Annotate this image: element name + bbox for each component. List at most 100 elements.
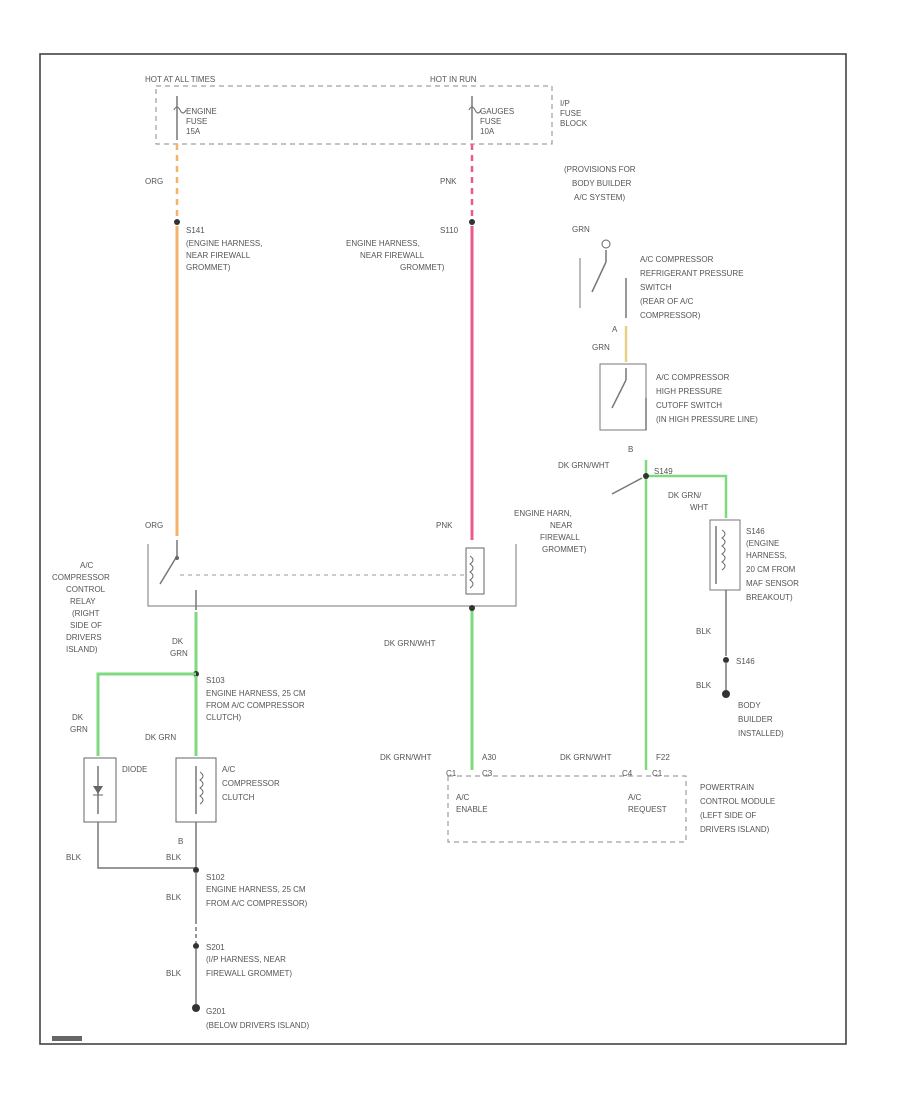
fuse-right-symbol	[468, 96, 482, 140]
s110-label-3: NEAR FIREWALL	[360, 251, 425, 260]
refrig-pin-a: A	[612, 325, 618, 334]
pcm-wire-left-label: DK GRN/WHT	[380, 753, 432, 762]
blk-label-1: BLK	[66, 853, 82, 862]
ground-g201	[192, 1004, 200, 1012]
s110-label-2: ENGINE HARNESS,	[346, 239, 420, 248]
relay-label-1: A/C	[80, 561, 94, 570]
relay-coil-symbol	[465, 547, 485, 595]
hp-switch-symbol	[611, 368, 647, 430]
clutch-label-3: CLUTCH	[222, 793, 255, 802]
pcm-wire-right-label: DK GRN/WHT	[560, 753, 612, 762]
wire-dk-grn-wht-s149	[646, 474, 728, 518]
fuse-block-label-1: I/P	[560, 99, 570, 108]
blk-label-3: BLK	[166, 893, 182, 902]
clutch-pin-b: B	[178, 837, 183, 846]
blk-label-5: BLK	[696, 627, 712, 636]
dk-grn-wht-label-3: DK GRN/WHT	[384, 639, 436, 648]
fuse-block-outline	[155, 85, 553, 145]
dk-grn-label-1: DK	[172, 637, 184, 646]
refrig-label-4: (REAR OF A/C	[640, 297, 694, 306]
fuse-right-name: GAUGES	[480, 107, 514, 116]
pcm-label-4: DRIVERS ISLAND)	[700, 825, 770, 834]
s146-label-5: MAF SENSOR	[746, 579, 799, 588]
wire-blk-diode	[97, 822, 196, 869]
s146-connector	[709, 519, 741, 591]
pcm-conn-left2: C3	[482, 769, 493, 778]
s102-label-3: FROM A/C COMPRESSOR)	[206, 899, 308, 908]
relay-switch-symbol	[159, 540, 466, 610]
grn-label-top: GRN	[572, 225, 590, 234]
corner-tag	[52, 1036, 82, 1041]
s201-label-1: S201	[206, 943, 225, 952]
diagram-frame	[39, 53, 847, 1045]
provision-connector	[601, 239, 611, 249]
pcm-pin-left: A30	[482, 753, 497, 762]
splice-s110	[469, 219, 475, 225]
pointer-line	[611, 477, 643, 495]
body-builder-label-1: BODY	[738, 701, 761, 710]
fuse-left-name: ENGINE	[186, 107, 217, 116]
engine-harn-label-3: FIREWALL	[540, 533, 580, 542]
engine-harn-label-4: GROMMET)	[542, 545, 587, 554]
s103-label-4: CLUTCH)	[206, 713, 241, 722]
refrig-label-5: COMPRESSOR)	[640, 311, 701, 320]
hp-label-2: HIGH PRESSURE	[656, 387, 722, 396]
pcm-conn-right2: C1	[652, 769, 663, 778]
blk-label-6: BLK	[696, 681, 712, 690]
s146b-label: S146	[736, 657, 755, 666]
fuse-left-symbol	[173, 96, 187, 140]
s102-label-1: S102	[206, 873, 225, 882]
s110-label-1: S110	[440, 226, 459, 235]
wire-dk-grn-branch	[96, 672, 196, 756]
relay-label-5: (RIGHT	[72, 609, 100, 618]
fuse-left-amp: 15A	[186, 127, 201, 136]
relay-label-8: ISLAND)	[66, 645, 98, 654]
wire-org-label: ORG	[145, 177, 163, 186]
ac-request-label-2: REQUEST	[628, 805, 667, 814]
s141-label-2: (ENGINE HARNESS,	[186, 239, 262, 248]
wire-pnk-label: PNK	[440, 177, 457, 186]
clutch-label-1: A/C	[222, 765, 236, 774]
s146-label-3: HARNESS,	[746, 551, 787, 560]
fuse-right-name2: FUSE	[480, 117, 501, 126]
hp-label-3: CUTOFF SWITCH	[656, 401, 722, 410]
pcm-outline	[447, 775, 687, 843]
grn-label-mid: GRN	[592, 343, 610, 352]
provisions-label-2: BODY BUILDER	[572, 179, 632, 188]
s149-label: S149	[654, 467, 673, 476]
fuse-left-name2: FUSE	[186, 117, 207, 126]
diode-symbol	[83, 757, 117, 823]
s201-label-3: FIREWALL GROMMET)	[206, 969, 292, 978]
wire-pnk-label-2: PNK	[436, 521, 453, 530]
splice-s201	[193, 943, 199, 949]
blk-label-2: BLK	[166, 853, 182, 862]
fuse-block-label-2: FUSE	[560, 109, 581, 118]
provisions-label-3: A/C SYSTEM)	[574, 193, 625, 202]
s201-label-2: (I/P HARNESS, NEAR	[206, 955, 286, 964]
blk-label-4: BLK	[166, 969, 182, 978]
pcm-label-1: POWERTRAIN	[700, 783, 754, 792]
relay-outline	[147, 544, 517, 607]
pcm-conn-left: C1	[446, 769, 457, 778]
pcm-pin-right: F22	[656, 753, 670, 762]
engine-harn-label-1: ENGINE HARN,	[514, 509, 572, 518]
relay-label-3: CONTROL	[66, 585, 106, 594]
ground-body-builder	[722, 690, 730, 698]
hp-pin-b: B	[628, 445, 633, 454]
clutch-label-2: COMPRESSOR	[222, 779, 280, 788]
s146-label-2: (ENGINE	[746, 539, 779, 548]
relay-label-2: COMPRESSOR	[52, 573, 110, 582]
dk-grn-left-1: DK	[72, 713, 84, 722]
refrig-label-3: SWITCH	[640, 283, 672, 292]
s102-label-2: ENGINE HARNESS, 25 CM	[206, 885, 306, 894]
diode-label: DIODE	[122, 765, 147, 774]
dk-grn-wht2-label-2: WHT	[690, 503, 708, 512]
dk-grn-wht2-label-1: DK GRN/	[668, 491, 702, 500]
pcm-conn-right: C4	[622, 769, 633, 778]
fuse-right-amp: 10A	[480, 127, 495, 136]
refrig-switch-symbol	[579, 250, 627, 318]
fuse-block-label-3: BLOCK	[560, 119, 588, 128]
relay-label-7: DRIVERS	[66, 633, 102, 642]
s103-label-1: S103	[206, 676, 225, 685]
